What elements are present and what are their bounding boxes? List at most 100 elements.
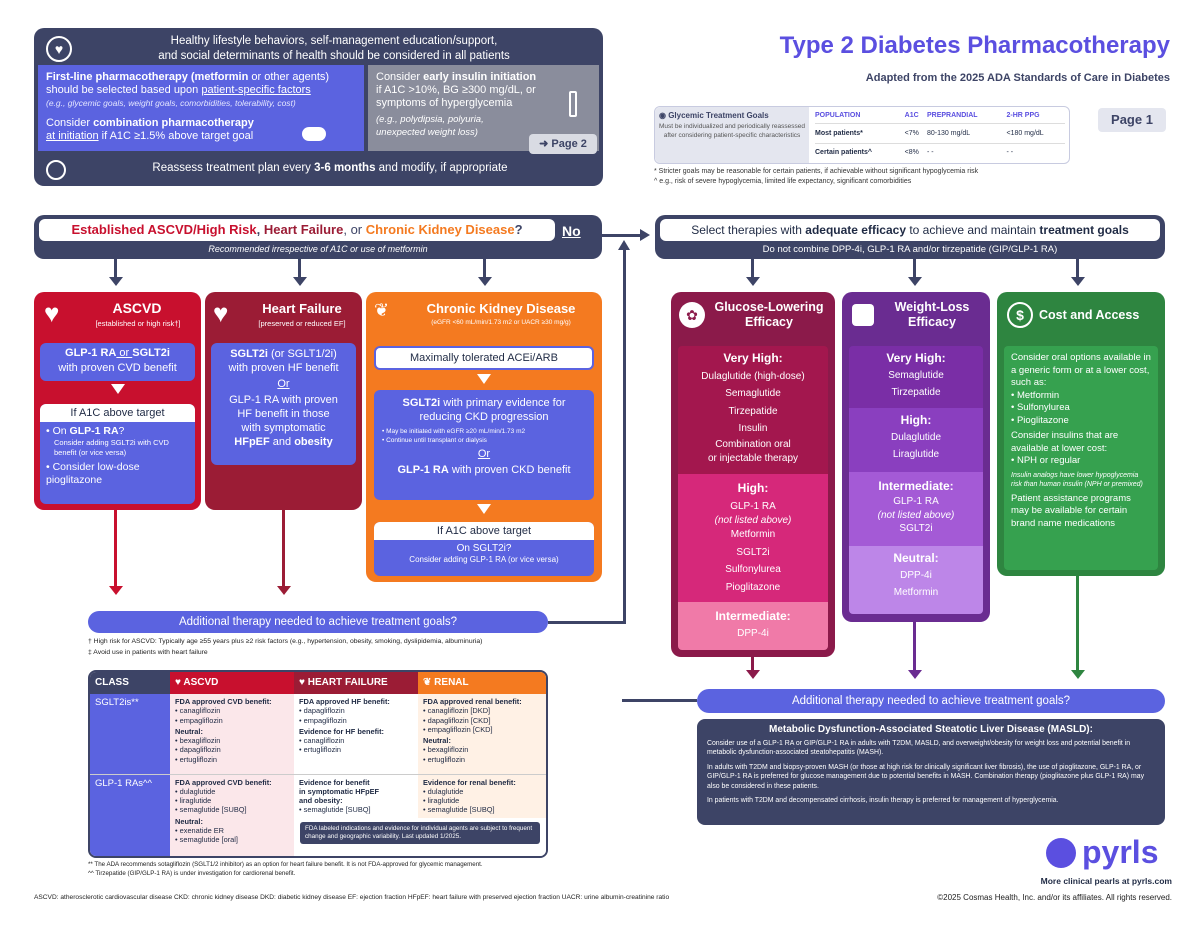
- combo-bold: combination pharmacotherapy: [93, 117, 254, 129]
- reassess-text: Reassess treatment plan every 3-6 months…: [152, 162, 508, 174]
- arrow-down-icon: [293, 277, 307, 286]
- select-text: Select therapies with adequate efficacy …: [660, 219, 1160, 241]
- glucose-title: Efficacy: [745, 315, 793, 329]
- glucose-very-high: Very High: Dulaglutide (high-dose)Semagl…: [678, 346, 828, 474]
- insulin-examples1: (e.g., polydipsia, polyuria,: [376, 114, 484, 125]
- class-header: ASCVD: [183, 677, 219, 688]
- ckd-sglt2i-box: SGLT2i with primary evidence for reducin…: [374, 390, 594, 500]
- masld-panel: Metabolic Dysfunction-Associated Steatot…: [697, 719, 1165, 825]
- goals-cell: - -: [927, 148, 934, 156]
- ascvd-subtitle: [established or high risk†]: [95, 319, 181, 328]
- cost-text: Consider insulins that are available at …: [1011, 430, 1119, 454]
- page-title: Type 2 Diabetes Pharmacotherapy: [779, 32, 1170, 59]
- glucose-intermediate: Intermediate: DPP-4i: [678, 602, 828, 650]
- ckd-consider: Consider adding GLP-1 RA (or vice versa): [409, 555, 559, 564]
- insulin-text: Consider: [376, 71, 424, 83]
- select-therapies-bar: Select therapies with adequate efficacy …: [655, 215, 1165, 259]
- first-line-bold: First-line pharmacotherapy (metformin: [46, 71, 249, 83]
- additional-therapy-left[interactable]: Additional therapy needed to achieve tre…: [88, 611, 548, 633]
- goals-header: PREPRANDIAL: [927, 112, 978, 120]
- goals-footnote: * Stricter goals may be reasonable for c…: [654, 168, 979, 175]
- arrow-down-icon: [1071, 670, 1085, 679]
- heart-plus-icon: ♥: [46, 36, 72, 62]
- footnote-dagger: † High risk for ASCVD: Typically age ≥55…: [88, 638, 483, 645]
- a1c-label: If A1C above target: [40, 404, 195, 422]
- weight-title: Efficacy: [908, 315, 956, 329]
- ckd-panel: ❦ Chronic Kidney Disease (eGFR <60 mL/mi…: [366, 292, 602, 582]
- arrow-up-icon: [618, 240, 630, 250]
- insulin-criteria2: symptoms of hyperglycemia: [376, 97, 513, 109]
- blood-drop-icon: ✿: [679, 302, 705, 328]
- ascvd-panel: ♥ ASCVD [established or high risk†] GLP-…: [34, 292, 201, 510]
- arrow-down-icon: [908, 670, 922, 679]
- arrow-down-icon: [477, 504, 491, 514]
- first-line-text: should be selected based upon: [46, 84, 202, 96]
- lifestyle-line2: and social determinants of health should…: [158, 50, 510, 62]
- pyrls-logo-icon: [1046, 838, 1076, 868]
- cost-item: • NPH or regular: [1011, 455, 1081, 466]
- first-line-rest: or other agents): [248, 71, 330, 83]
- a1c-label: If A1C above target: [374, 522, 594, 540]
- goals-cell: - -: [1006, 148, 1014, 156]
- weight-title: Weight-Loss: [894, 300, 970, 314]
- masld-text: In patients with T2DM and decompensated …: [707, 797, 1059, 804]
- goals-table: POPULATION A1C PREPRANDIAL 2-HR PPG Most…: [815, 109, 1065, 161]
- first-line-box: First-line pharmacotherapy (metformin or…: [38, 65, 364, 151]
- glp-renal-cell: Evidence for renal benefit:• dulaglutide…: [418, 774, 546, 818]
- ascvd-consider-text: Consider adding SGLT2i with CVD benefit …: [54, 438, 169, 457]
- heart-icon: ♥: [44, 298, 60, 328]
- goals-cell: 80-130 mg/dL: [927, 129, 971, 137]
- masld-text: In adults with T2DM and biopsy-proven MA…: [707, 763, 1145, 790]
- arrow-right-icon: ➜: [539, 138, 552, 150]
- goals-header: 2-HR PPG: [1006, 112, 1040, 120]
- cost-note: Insulin analogs have lower hypoglycemia …: [1011, 471, 1143, 488]
- goals-header: POPULATION: [815, 112, 861, 120]
- class-header: CLASS: [90, 672, 170, 694]
- weight-intermediate: Intermediate: GLP-1 RA(not listed above)…: [849, 472, 983, 546]
- arrow-right-icon: [640, 229, 650, 241]
- ckd-acei-box: Maximally tolerated ACEi/ARB: [374, 346, 594, 370]
- class-header: HEART FAILURE: [307, 677, 388, 688]
- heart-icon: ♥: [213, 298, 229, 328]
- insulin-examples2: unexpected weight loss): [376, 127, 478, 138]
- more-pearls-link[interactable]: More clinical pearls at pyrls.com: [1040, 876, 1172, 886]
- arrow-down-icon: [111, 384, 125, 394]
- cost-item: • Pioglitazone: [1011, 414, 1069, 426]
- ckd-on-sglt2i: On SGLT2i?: [456, 543, 512, 554]
- cost-item: • Metformin: [1011, 389, 1060, 401]
- hf-title: Heart Failure: [262, 301, 342, 316]
- additional-therapy-right[interactable]: Additional therapy needed to achieve tre…: [697, 689, 1165, 713]
- page2-link[interactable]: ➜ Page 2: [529, 134, 597, 154]
- first-line-examples: (e.g., glycemic goals, weight goals, com…: [46, 98, 296, 108]
- scale-icon: [852, 304, 874, 326]
- ckd-a1c-box: If A1C above target On SGLT2i? Consider …: [374, 522, 594, 576]
- masld-title: Metabolic Dysfunction-Associated Steatot…: [769, 724, 1093, 735]
- copyright: ©2025 Cosmas Health, Inc. and/or its aff…: [937, 893, 1172, 902]
- target-icon: ◉: [659, 111, 669, 120]
- class-table: CLASS ♥ ASCVD ♥ HEART FAILURE ❦ RENAL SG…: [88, 670, 548, 858]
- kidney-icon: ❦: [423, 677, 435, 688]
- sglt-ascvd-cell: FDA approved CVD benefit:• canagliflozin…: [170, 694, 294, 774]
- arrow-down-icon: [746, 277, 760, 286]
- ckd-subtitle: (eGFR <60 mL/min/1.73 m2 or UACR ≥30 mg/…: [431, 319, 571, 326]
- glp-ascvd-cell: FDA approved CVD benefit:• dulaglutide• …: [170, 774, 294, 856]
- goals-cell: <8%: [904, 148, 919, 156]
- goals-cell: Most patients*: [815, 129, 863, 137]
- cost-title: Cost and Access: [1039, 308, 1140, 322]
- goals-cell: <7%: [904, 129, 919, 137]
- ckd-title: Chronic Kidney Disease: [426, 301, 576, 316]
- arrow-down-icon: [109, 277, 123, 286]
- insulin-criteria1: if A1C >10%, BG ≥300 mg/dL, or: [376, 84, 536, 96]
- cost-text: Consider oral options available in a gen…: [1011, 352, 1151, 388]
- page-badge: Page 1: [1098, 108, 1166, 132]
- combo-initiation: at initiation: [46, 130, 99, 142]
- insulin-pen-icon: [569, 91, 577, 117]
- page2-label: Page 2: [551, 138, 587, 150]
- no-option[interactable]: No: [562, 223, 581, 239]
- cost-access-panel: $ Cost and Access Consider oral options …: [997, 292, 1165, 576]
